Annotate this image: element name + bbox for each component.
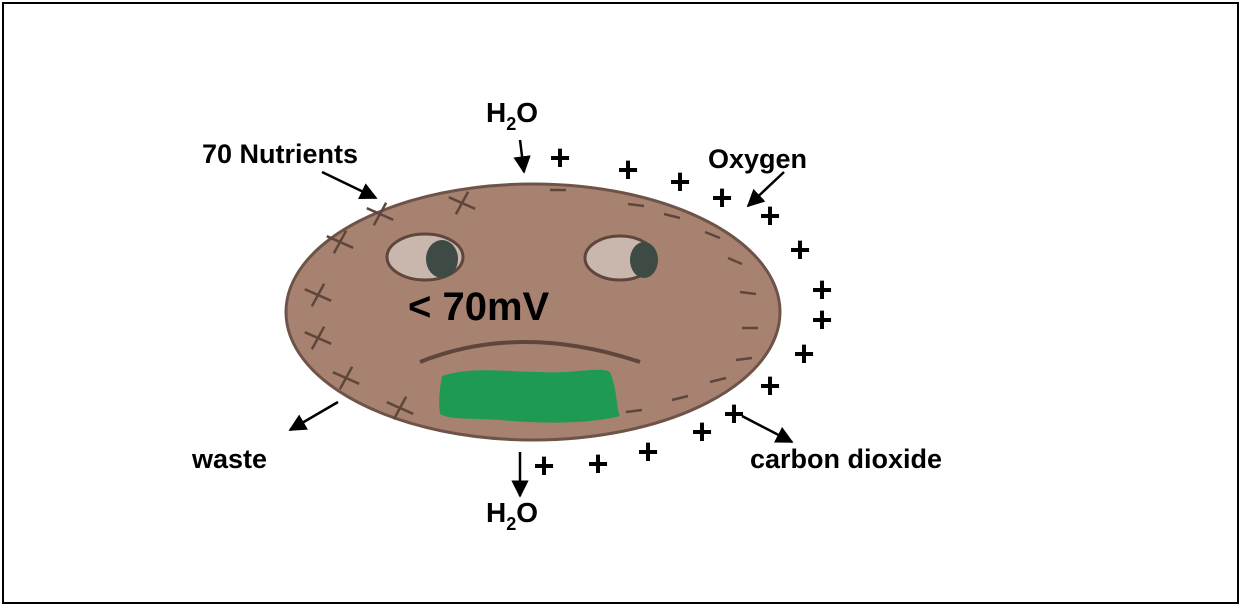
- plus-sign: +: [669, 161, 690, 202]
- plus-sign: +: [759, 195, 780, 236]
- nutrients-label: 70 Nutrients: [202, 139, 358, 169]
- plus-sign: +: [617, 149, 638, 190]
- plus-sign: +: [691, 411, 712, 452]
- plus-sign: +: [587, 443, 608, 484]
- x-mark: [366, 202, 394, 226]
- frown-mouth: [419, 340, 641, 364]
- plus-sign: +: [533, 445, 554, 486]
- x-mark: [326, 230, 354, 254]
- x-mark: [448, 191, 476, 215]
- plus-sign: +: [711, 177, 732, 218]
- membrane-potential-label: < 70mV: [408, 285, 550, 329]
- plus-sign: +: [793, 333, 814, 374]
- plus-sign: +: [811, 269, 832, 310]
- plus-sign: +: [549, 137, 570, 178]
- arrow-h2o-in: [513, 139, 531, 174]
- left-eye: [385, 232, 465, 282]
- waste-label: waste: [191, 444, 267, 474]
- x-mark: [304, 283, 332, 307]
- green-patch: [439, 369, 620, 423]
- x-mark: [304, 326, 332, 350]
- arrow-oxygen-in: [746, 171, 785, 208]
- plus-sign: +: [789, 229, 810, 270]
- oxygen-label: Oxygen: [708, 144, 807, 174]
- plus-sign: +: [637, 431, 658, 472]
- positive-charges: + + + + + + + + + + + + + + +: [533, 137, 832, 486]
- membrane-negative-marks: [550, 188, 758, 414]
- arrows: [288, 139, 794, 498]
- x-mark: [386, 396, 414, 420]
- plus-sign: +: [759, 365, 780, 406]
- arrow-nutrients-in: [321, 170, 378, 200]
- h2o-top-label: H2O: [486, 97, 538, 134]
- arrow-waste-out: [288, 400, 339, 432]
- plus-sign: +: [811, 299, 832, 340]
- membrane-x-marks: [304, 191, 476, 420]
- carbon-dioxide-label: carbon dioxide: [750, 444, 942, 474]
- h2o-bottom-label: H2O: [486, 497, 538, 534]
- arrow-co2-out: [741, 414, 794, 444]
- plus-sign: +: [723, 393, 744, 434]
- right-eye: [583, 234, 658, 282]
- x-mark: [332, 366, 360, 390]
